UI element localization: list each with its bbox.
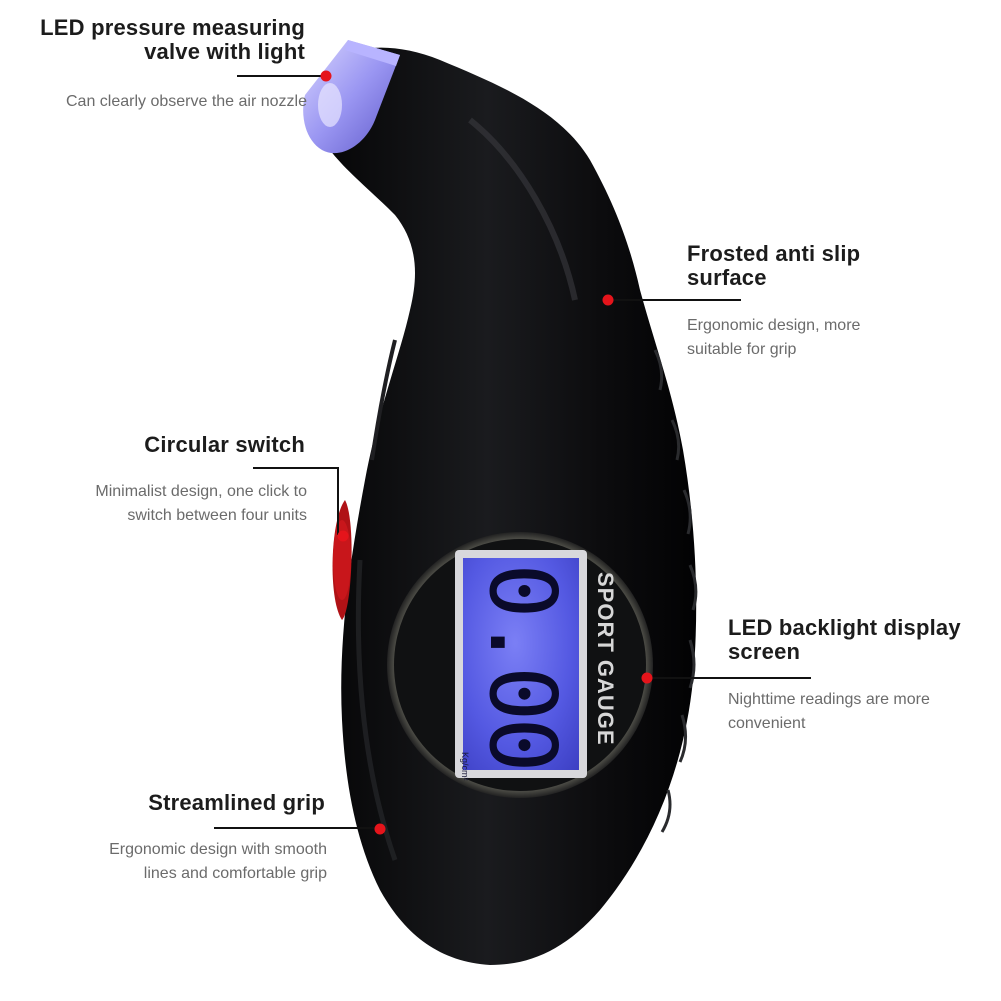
valve-title-line1: LED pressure measuring (40, 15, 305, 40)
switch-title-line1: Circular switch (144, 432, 305, 457)
display-leader-line (646, 677, 811, 679)
brand-text: SPORT GAUGE (593, 572, 618, 746)
valve-desc-line1: Can clearly observe the air nozzle (65, 93, 307, 110)
grip-desc-line2: lines and comfortable grip (143, 865, 327, 882)
display-desc-line2: convenient (728, 715, 806, 732)
surface-desc-line2: suitable for grip (687, 341, 797, 358)
valve-light-icon (303, 40, 400, 154)
grip-ridges (653, 349, 698, 833)
switch-callout-desc: Minimalist design, one click to switch b… (0, 480, 307, 528)
lcd-screen (463, 558, 579, 770)
lcd-reading: 0.00 (469, 563, 576, 769)
surface-callout-title: Frosted anti slip surface (687, 242, 860, 290)
display-callout-desc: Nighttime readings are more convenient (728, 688, 930, 736)
surface-title-line1: Frosted anti slip (687, 241, 861, 266)
grip-title-line1: Streamlined grip (148, 790, 325, 815)
switch-leader-line-v (337, 467, 339, 535)
surface-title-line2: surface (687, 265, 767, 290)
display-callout-title: LED backlight display screen (728, 616, 961, 664)
switch-desc-line2: switch between four units (127, 507, 307, 524)
surface-callout-desc: Ergonomic design, more suitable for grip (687, 314, 860, 362)
display-dot (641, 672, 653, 684)
grip-callout-title: Streamlined grip (0, 791, 325, 815)
switch-callout-title: Circular switch (0, 433, 305, 457)
switch-dot (337, 530, 349, 542)
valve-callout-desc: Can clearly observe the air nozzle (0, 90, 307, 114)
display-title-line2: screen (728, 639, 801, 664)
grip-dot (374, 823, 386, 835)
display-desc-line1: Nighttime readings are more (728, 691, 930, 708)
grip-leader-line (214, 827, 380, 829)
valve-callout-title: LED pressure measuring valve with light (0, 16, 305, 64)
surface-desc-line1: Ergonomic design, more (687, 317, 861, 334)
surface-dot (602, 294, 614, 306)
valve-leader-line (237, 75, 325, 77)
valve-dot (320, 70, 332, 82)
switch-desc-line1: Minimalist design, one click to (95, 483, 307, 500)
switch-leader-line-h (253, 467, 339, 469)
grip-desc-line1: Ergonomic design with smooth (109, 841, 327, 858)
surface-leader-line (608, 299, 741, 301)
grip-callout-desc: Ergonomic design with smooth lines and c… (0, 838, 327, 886)
display-title-line1: LED backlight display (728, 615, 961, 640)
lcd-unit: Kg/cm² (460, 752, 470, 781)
valve-title-line2: valve with light (144, 39, 305, 64)
